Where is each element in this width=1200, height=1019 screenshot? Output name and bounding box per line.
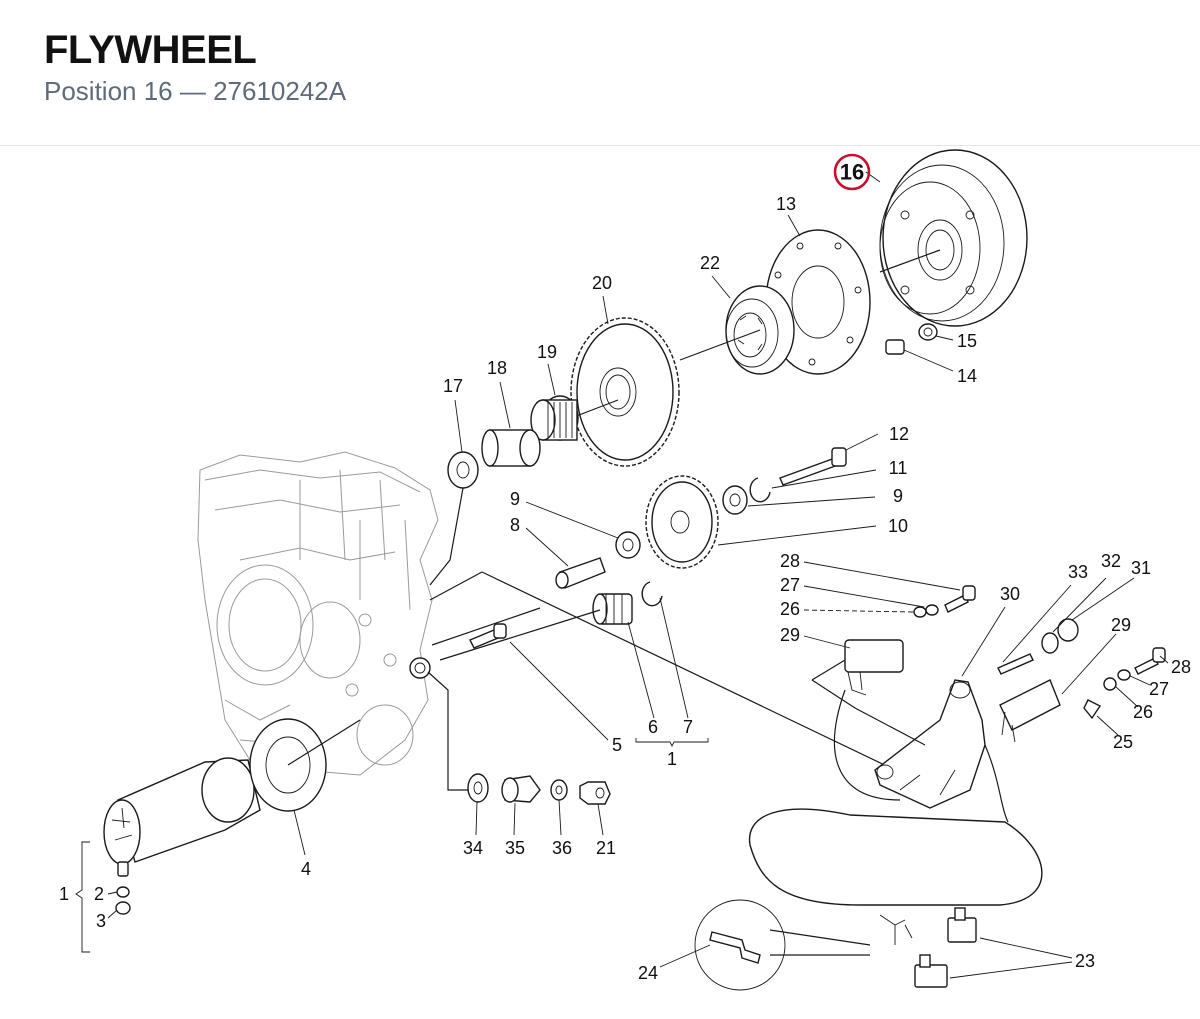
label-12[interactable]: 12 [889, 424, 909, 444]
label-6[interactable]: 6 [648, 717, 658, 737]
label-4[interactable]: 4 [301, 859, 311, 879]
label-8[interactable]: 8 [510, 515, 520, 535]
crankcase-outline [197, 451, 439, 776]
washer-part-26-right [1103, 677, 1117, 691]
bracket-part-25 [1083, 699, 1102, 720]
leader-lines [75, 171, 1169, 979]
label-9-right[interactable]: 9 [893, 486, 903, 506]
plug-part-21 [579, 781, 611, 805]
washer-part-17 [447, 451, 479, 489]
pinion-part-6 [592, 593, 633, 625]
label-22[interactable]: 22 [700, 253, 720, 273]
washer-part-34 [467, 773, 489, 803]
label-24[interactable]: 24 [638, 963, 658, 983]
label-18[interactable]: 18 [487, 358, 507, 378]
stator-part-30 [874, 679, 986, 809]
label-28-left[interactable]: 28 [780, 551, 800, 571]
circlip-part-7 [641, 581, 663, 607]
flywheel-part [879, 149, 1028, 327]
gear-part-10 [645, 475, 719, 569]
washer-part-26-left [913, 606, 927, 618]
label-19[interactable]: 19 [537, 342, 557, 362]
spacer-part-15 [918, 323, 938, 341]
label-3[interactable]: 3 [96, 911, 106, 931]
screw-part-28-left [944, 585, 976, 613]
label-9-left[interactable]: 9 [510, 489, 520, 509]
label-32[interactable]: 32 [1101, 551, 1121, 571]
bearing-part-19 [530, 395, 579, 441]
page-subtitle: Position 16 — 27610242A [44, 76, 347, 106]
shaft-part-8 [555, 557, 606, 589]
stud-part-33 [997, 653, 1034, 675]
label-23[interactable]: 23 [1075, 951, 1095, 971]
label-35[interactable]: 35 [505, 838, 525, 858]
exploded-parts-diagram: 16 13 15 14 20 22 19 18 17 12 11 9 10 9 … [0, 145, 1200, 1019]
gear-part-20 [570, 317, 680, 467]
label-5[interactable]: 5 [612, 735, 622, 755]
label-16[interactable]: 16 [840, 160, 864, 185]
label-26-right[interactable]: 26 [1133, 702, 1153, 722]
label-15[interactable]: 15 [957, 331, 977, 351]
starter-motor-part-1 [103, 757, 261, 877]
connector-part-23-upper [947, 907, 977, 943]
label-27-right[interactable]: 27 [1149, 679, 1169, 699]
washer-part-9-right [722, 485, 748, 515]
label-10[interactable]: 10 [888, 516, 908, 536]
label-36[interactable]: 36 [552, 838, 572, 858]
label-28-right[interactable]: 28 [1171, 657, 1191, 677]
label-11[interactable]: 11 [889, 458, 908, 478]
label-34[interactable]: 34 [463, 838, 483, 858]
highlight-ring [833, 153, 871, 191]
nut-part-3 [115, 901, 131, 915]
label-17[interactable]: 17 [443, 376, 463, 396]
label-25[interactable]: 25 [1113, 732, 1133, 752]
page-header: FLYWHEEL Position 16 — 27610242A [0, 0, 1200, 146]
label-29-left[interactable]: 29 [780, 625, 800, 645]
oring-part [409, 657, 431, 679]
label-1[interactable]: 1 [59, 884, 69, 904]
washer-part-27-right [1117, 669, 1131, 681]
bushing-part-18 [481, 429, 541, 467]
label-1-group[interactable]: 1 [667, 749, 677, 769]
page-title: FLYWHEEL [44, 28, 257, 72]
label-7[interactable]: 7 [683, 717, 693, 737]
label-13[interactable]: 13 [776, 194, 796, 214]
label-20[interactable]: 20 [592, 273, 612, 293]
label-26-left[interactable]: 26 [780, 599, 800, 619]
connector-detail-circle [694, 899, 786, 991]
screw-part-12 [779, 447, 847, 486]
washer-part-27-left [925, 604, 939, 616]
label-14[interactable]: 14 [957, 366, 977, 386]
label-21[interactable]: 21 [596, 838, 616, 858]
label-31[interactable]: 31 [1131, 558, 1151, 578]
circlip-part-11 [749, 477, 771, 503]
nut-part-31 [1057, 618, 1079, 642]
label-2[interactable]: 2 [94, 884, 104, 904]
dowel-part-14 [885, 339, 905, 355]
washer-part-2 [116, 886, 130, 898]
fitting-part-35 [501, 775, 541, 803]
label-33[interactable]: 33 [1068, 562, 1088, 582]
label-29-right[interactable]: 29 [1111, 615, 1131, 635]
label-30[interactable]: 30 [1000, 584, 1020, 604]
washer-part-9-left [615, 531, 641, 559]
washer-part-32 [1041, 632, 1059, 654]
bolt-part-5 [469, 623, 507, 649]
connector-part-23-lower [914, 954, 948, 988]
screw-part-28-right [1134, 647, 1166, 675]
regulator-part-29-right [999, 679, 1061, 743]
pickup-part-29-left [844, 639, 904, 696]
label-27-left[interactable]: 27 [780, 575, 800, 595]
washer-part-36 [550, 779, 568, 801]
